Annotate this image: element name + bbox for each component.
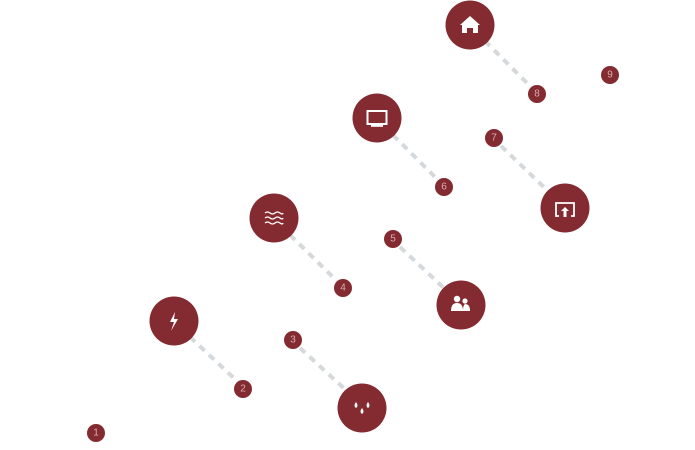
water-drops-icon	[354, 402, 370, 414]
node-monitor[interactable]	[352, 93, 402, 143]
marker-7-label: 7	[491, 133, 497, 144]
connectors	[188, 39, 551, 394]
marker-1-label: 1	[93, 428, 99, 439]
number-markers: 1 2 3 4 5 6 7 8 9	[87, 66, 619, 442]
marker-4[interactable]: 4	[334, 279, 352, 297]
people-icon	[451, 295, 470, 311]
connector-3-drops	[298, 346, 350, 394]
connector-home-8	[483, 39, 533, 89]
home-icon	[460, 16, 480, 33]
connector-waves-4	[288, 233, 339, 283]
marker-8-label: 8	[534, 89, 540, 100]
marker-8[interactable]: 8	[528, 85, 546, 103]
connector-5-people	[398, 245, 448, 292]
marker-3[interactable]: 3	[284, 331, 302, 349]
marker-3-label: 3	[290, 335, 296, 346]
monitor-icon	[366, 110, 388, 127]
upload-screen-icon	[555, 202, 575, 217]
marker-9[interactable]: 9	[601, 66, 619, 84]
marker-5-label: 5	[390, 234, 396, 245]
node-upload-screen[interactable]	[540, 183, 590, 233]
marker-6-label: 6	[441, 182, 447, 193]
icon-nodes	[149, 0, 590, 433]
node-waves[interactable]	[249, 193, 299, 243]
marker-6[interactable]: 6	[435, 178, 453, 196]
waves-icon	[264, 211, 284, 225]
marker-1[interactable]: 1	[87, 424, 105, 442]
marker-2[interactable]: 2	[234, 380, 252, 398]
marker-4-label: 4	[340, 283, 346, 294]
marker-9-label: 9	[607, 70, 613, 81]
marker-2-label: 2	[240, 384, 246, 395]
marker-5[interactable]: 5	[384, 230, 402, 248]
connector-7-upload	[499, 144, 551, 194]
node-water-drops[interactable]	[337, 383, 387, 433]
lightning-icon	[170, 312, 178, 331]
node-people[interactable]	[436, 280, 486, 330]
connector-lightning-2	[188, 335, 240, 384]
connector-monitor-6	[391, 133, 440, 182]
marker-7[interactable]: 7	[485, 129, 503, 147]
node-home[interactable]	[445, 0, 495, 50]
node-lightning[interactable]	[149, 296, 199, 346]
